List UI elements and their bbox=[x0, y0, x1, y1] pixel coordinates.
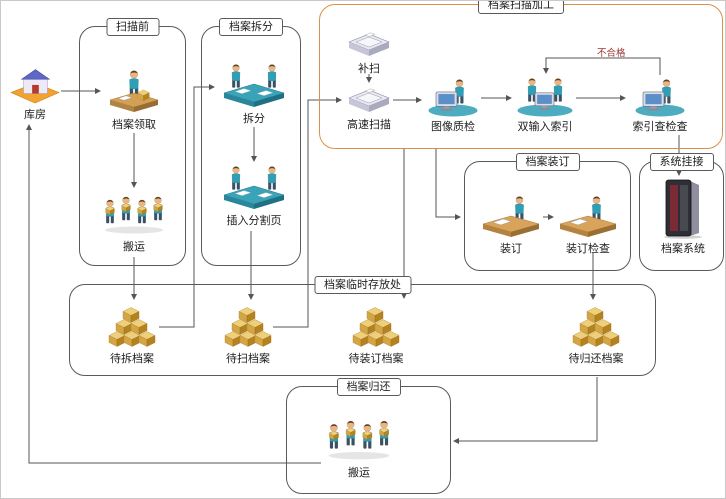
node-carry-return-label: 搬运 bbox=[348, 467, 370, 479]
group-split: 档案拆分 bbox=[201, 18, 301, 266]
arrow-toscan-to-scan bbox=[273, 97, 342, 328]
group-split-title: 档案拆分 bbox=[219, 18, 283, 36]
group-system-link: 系统挂接 bbox=[639, 153, 724, 271]
node-index-check: 索引查检查 bbox=[629, 77, 691, 134]
node-double-index-label: 双输入索引 bbox=[517, 121, 573, 133]
box-stack-icon bbox=[570, 303, 622, 349]
group-system-link-title: 系统挂接 bbox=[649, 153, 714, 171]
server-icon bbox=[664, 179, 702, 239]
box-stack-icon bbox=[106, 303, 158, 349]
node-insert-page: 插入分割页 bbox=[219, 165, 289, 228]
insert-page-table-icon bbox=[223, 166, 285, 209]
node-archive-system: 档案系统 bbox=[651, 177, 715, 256]
group-return: 档案归还 bbox=[286, 378, 451, 494]
node-archive-system-label: 档案系统 bbox=[661, 243, 705, 255]
node-to-split: 待拆档案 bbox=[101, 303, 163, 366]
binding-desk-icon bbox=[559, 196, 617, 237]
arrow-return-to-warehouse bbox=[26, 124, 321, 464]
node-to-scan: 待扫档案 bbox=[217, 303, 279, 366]
node-image-check-label: 图像质检 bbox=[431, 121, 475, 133]
people-carry-icon bbox=[328, 420, 390, 460]
binding-desk-icon bbox=[482, 196, 540, 237]
node-carry-prescan: 搬运 bbox=[101, 193, 167, 254]
group-binding: 档案装订 bbox=[464, 153, 631, 271]
node-index-check-label: 索引查检查 bbox=[632, 121, 688, 133]
dual-computer-icon bbox=[517, 78, 573, 117]
node-to-scan-label: 待扫档案 bbox=[226, 353, 270, 365]
node-receive: 档案领取 bbox=[103, 69, 165, 132]
node-bind-check: 装订检查 bbox=[554, 195, 622, 256]
people-carry-icon bbox=[105, 196, 163, 234]
fail-annotation: 不合格 bbox=[597, 48, 626, 59]
node-to-split-label: 待拆档案 bbox=[110, 353, 154, 365]
node-bind-check-label: 装订检查 bbox=[566, 243, 610, 255]
group-binding-title: 档案装订 bbox=[515, 153, 580, 171]
node-split-op-label: 拆分 bbox=[243, 113, 265, 125]
node-warehouse-label: 库房 bbox=[24, 109, 46, 121]
group-scan-processing-title: 档案扫描加工 bbox=[478, 1, 564, 14]
group-temp-storage: 档案临时存放处 bbox=[69, 276, 656, 376]
node-to-return-label: 待归还档案 bbox=[568, 353, 624, 365]
arrow-toreturn-to-return bbox=[453, 377, 598, 444]
node-high-speed-scan-label: 高速扫描 bbox=[347, 119, 391, 131]
group-pre-scan-title: 扫描前 bbox=[106, 18, 159, 36]
arrow-scan-to-binding bbox=[435, 149, 461, 220]
box-stack-icon bbox=[350, 303, 402, 349]
arrow-fail-return bbox=[543, 57, 661, 75]
computer-person-icon bbox=[635, 79, 685, 117]
node-double-index: 双输入索引 bbox=[515, 77, 575, 134]
arrow-tosplit-to-split bbox=[159, 84, 215, 328]
group-scan-processing: 档案扫描加工 bbox=[319, 1, 723, 149]
node-to-return: 待归还档案 bbox=[561, 303, 631, 366]
node-bind: 装订 bbox=[479, 195, 543, 256]
split-table-icon bbox=[223, 64, 285, 107]
node-receive-label: 档案领取 bbox=[112, 119, 156, 131]
node-to-bind-label: 待装订档案 bbox=[348, 353, 404, 365]
node-high-speed-scan: 高速扫描 bbox=[345, 85, 393, 132]
group-temp-storage-title: 档案临时存放处 bbox=[314, 276, 411, 294]
node-warehouse: 库房 bbox=[7, 61, 63, 122]
person-desk-icon bbox=[109, 70, 159, 112]
group-return-title: 档案归还 bbox=[336, 378, 401, 396]
node-image-check: 图像质检 bbox=[425, 77, 481, 134]
node-rescan: 补扫 bbox=[345, 29, 393, 76]
box-stack-icon bbox=[222, 303, 274, 349]
scanner-icon bbox=[348, 88, 390, 113]
node-bind-label: 装订 bbox=[500, 243, 522, 255]
node-to-bind: 待装订档案 bbox=[341, 303, 411, 366]
scanner-icon bbox=[348, 32, 390, 57]
node-split-op: 拆分 bbox=[219, 63, 289, 126]
node-rescan-label: 补扫 bbox=[358, 63, 380, 75]
warehouse-icon bbox=[10, 69, 60, 104]
computer-person-icon bbox=[428, 79, 478, 117]
group-pre-scan: 扫描前 bbox=[79, 18, 186, 266]
node-carry-prescan-label: 搬运 bbox=[123, 241, 145, 253]
node-insert-page-label: 插入分割页 bbox=[226, 215, 282, 227]
node-carry-return: 搬运 bbox=[321, 417, 397, 480]
